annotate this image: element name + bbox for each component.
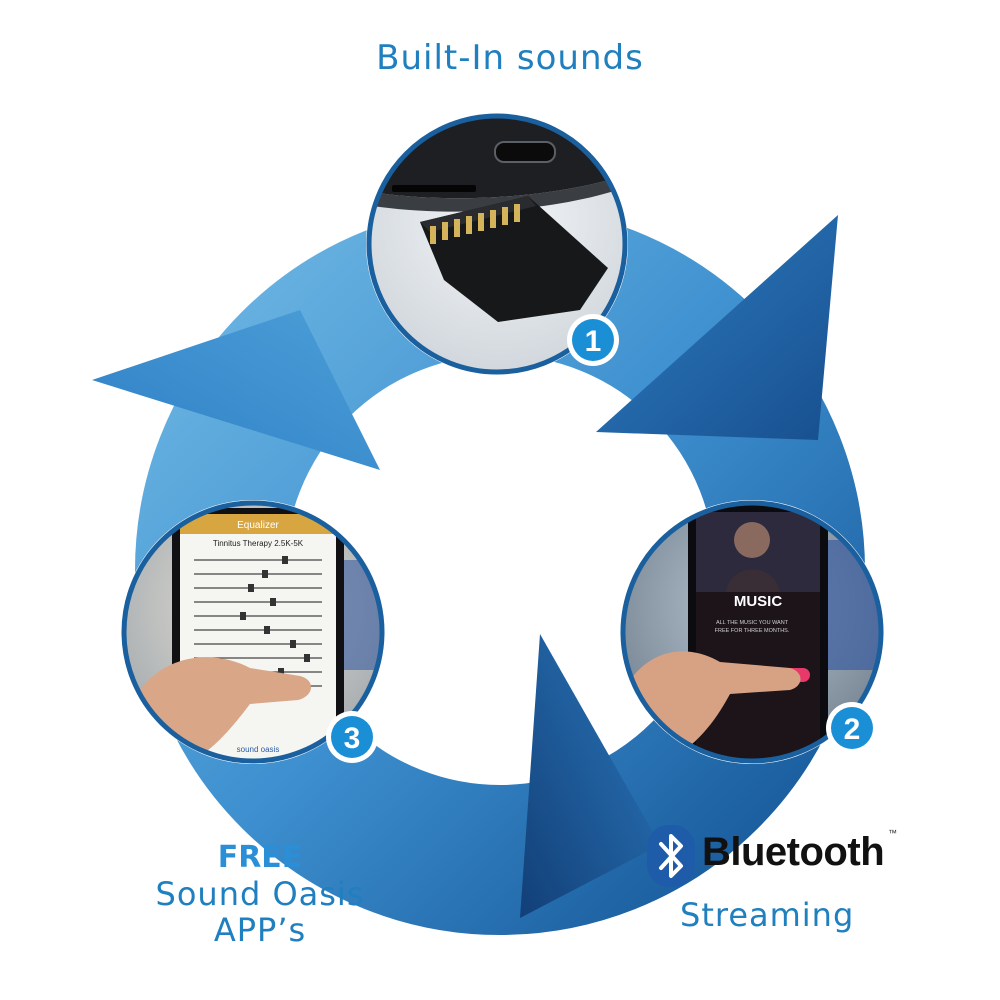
bluetooth-trademark: ™ — [888, 828, 897, 838]
music-line-2: FREE FOR THREE MONTHS. — [715, 628, 790, 634]
arrow-head-bottom — [520, 634, 660, 918]
arrow-head-right — [596, 215, 838, 440]
equalizer-title: Tinnitus Therapy 2.5K-5K — [213, 539, 304, 548]
free-line-2: APP’s — [213, 911, 307, 949]
phone-music-photo: MUSIC ALL THE MUSIC YOU WANT FREE FOR TH… — [620, 500, 884, 764]
bluetooth-caption: Bluetooth ™ Streaming — [640, 822, 910, 942]
arrow-head-left — [92, 310, 380, 470]
caption-free-app: FREE Sound Oasis APP’s — [110, 840, 410, 948]
step-badge-1: 1 — [567, 314, 619, 366]
bluetooth-streaming-label: Streaming — [680, 896, 855, 934]
svg-text:2: 2 — [844, 713, 861, 746]
step-badge-2: 2 — [826, 702, 878, 754]
svg-text:1: 1 — [585, 325, 602, 358]
free-title: FREE — [217, 840, 303, 875]
music-line-1: ALL THE MUSIC YOU WANT — [716, 620, 789, 626]
bluetooth-wordmark: Bluetooth — [702, 830, 885, 874]
sd-card-slot-photo — [366, 113, 628, 375]
caption-built-in-sounds: Built-In sounds — [376, 38, 644, 78]
bluetooth-icon — [647, 825, 695, 887]
svg-text:3: 3 — [344, 722, 361, 755]
free-line-1: Sound Oasis — [155, 875, 365, 913]
music-title: MUSIC — [734, 593, 783, 610]
equalizer-header: Equalizer — [237, 520, 279, 531]
app-brand: sound oasis — [237, 745, 280, 754]
step-badge-3: 3 — [326, 711, 378, 763]
